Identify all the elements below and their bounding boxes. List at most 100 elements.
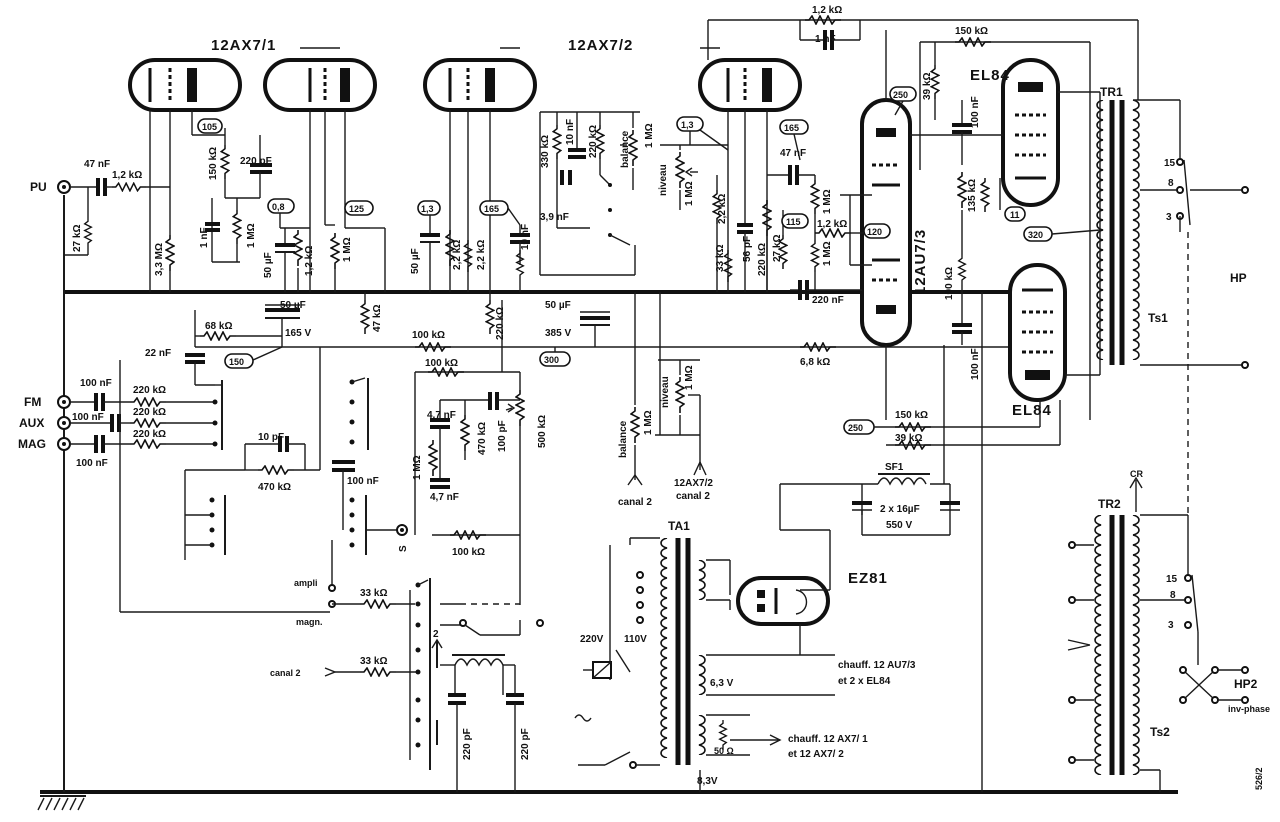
phase-splitter-network: [790, 30, 1003, 420]
stage2-cathode-network: [417, 200, 530, 292]
sf1-label: SF1: [885, 462, 904, 473]
niveau-a-label: niveau: [658, 164, 669, 196]
c10nf-b-label: 10 nF: [565, 119, 576, 145]
r39k-a-label: 39 kΩ: [922, 73, 933, 100]
cr-label: CR: [1130, 469, 1143, 479]
ts2-label: Ts2: [1150, 725, 1170, 739]
c56pf-label: 56 pF: [742, 236, 753, 262]
tube-12au7-3: [860, 98, 912, 347]
tube-12ax7-1: [128, 47, 377, 292]
c1nf-fb-label: 1 nF: [815, 34, 836, 45]
r33k-a-label: 33 kΩ: [715, 245, 726, 272]
selector-switches: [119, 360, 408, 613]
c50uf-b-label: 50 µF: [410, 248, 421, 274]
r50ohm-label: 50 Ω: [714, 746, 734, 756]
output-transformer-tr1: [1096, 100, 1140, 365]
canal2-a-label: canal 2: [618, 497, 652, 508]
tube-el84-top: [1001, 58, 1060, 207]
ez81-label: EZ81: [848, 570, 888, 587]
c2x16-label: 2 x 16µF: [880, 504, 920, 515]
ampli-label: ampli: [294, 578, 318, 588]
c50uf-385-label: 50 µF: [545, 300, 571, 311]
tap-3-label: 3: [1166, 212, 1172, 223]
r220k-a-label: 220 kΩ: [588, 125, 599, 158]
r100k-tone-label: 100 kΩ: [425, 358, 458, 369]
tag-165b: 165: [784, 123, 799, 133]
r1k2-c-label: 1,2 kΩ: [817, 219, 847, 230]
tube-label-el84-bottom: EL84: [1012, 402, 1052, 419]
r39k-b-label: 39 kΩ: [895, 433, 922, 444]
tag-08: 0,8: [272, 202, 285, 212]
r470k-a-label: 470 kΩ: [258, 482, 291, 493]
tag-150: 150: [229, 357, 244, 367]
stage1-cathode-network: [267, 198, 386, 292]
aux-label: AUX: [19, 416, 44, 430]
sw2-label: 2: [433, 629, 439, 640]
balance-a-label: balance: [620, 130, 631, 168]
r470k-b-label: 470 kΩ: [477, 422, 488, 455]
c3n9-label: 3,9 nF: [540, 212, 569, 223]
c47nf-b-label: 47 nF: [780, 148, 806, 159]
r1k2-b-label: 1,2 kΩ: [304, 246, 315, 276]
tag-300: 300: [544, 355, 559, 365]
v83-label: 8,3V: [697, 776, 718, 787]
canal2-controls: [627, 292, 707, 486]
tap-15-label: 15: [1164, 158, 1176, 169]
r68k-label: 68 kΩ: [205, 321, 232, 332]
r500k-label: 500 kΩ: [537, 415, 548, 448]
hp2-label: HP2: [1234, 677, 1258, 691]
r220k-aux-label: 220 kΩ: [133, 407, 166, 418]
tube-el84-bottom: [1008, 263, 1067, 402]
r1m-a-label: 1 MΩ: [246, 223, 257, 248]
r1k2-fb-label: 1,2 kΩ: [812, 5, 842, 16]
r220k-mag-label: 220 kΩ: [133, 429, 166, 440]
tag-13a: 1,3: [421, 204, 434, 214]
c220pf-a-label: 220 pF: [240, 156, 272, 167]
pu-network: [64, 178, 175, 292]
inv-phase-label: inv-phase: [1228, 704, 1270, 714]
r1m-bal-b-label: 1 MΩ: [643, 410, 654, 435]
c100nf-mag-label: 100 nF: [76, 458, 108, 469]
r330k-label: 330 kΩ: [540, 135, 551, 168]
tone-control-network: [414, 300, 525, 605]
r220k-b-label: 220 kΩ: [757, 243, 768, 276]
r150k-b-label: 150 kΩ: [895, 410, 928, 421]
canal2-in-label: canal 2: [270, 668, 301, 678]
r47k-label: 47 kΩ: [372, 305, 383, 332]
c50uf-hv-label: 50 µF: [280, 300, 306, 311]
tube-label-12au7-3: 12AU7/3: [912, 229, 929, 295]
c100nf-c-label: 100 nF: [347, 476, 379, 487]
niveau-b-label: niveau: [660, 376, 671, 408]
magn-label: magn.: [296, 617, 323, 627]
tag-115: 115: [786, 217, 801, 227]
r27k-b-label: 27 kΩ: [772, 235, 783, 262]
r33k-can-label: 33 kΩ: [360, 656, 387, 667]
input-jacks: [57, 180, 71, 451]
mag-label: MAG: [18, 437, 46, 451]
heater2-line2: et 12 AX7/ 2: [788, 749, 844, 760]
output-selector-top: [1133, 99, 1249, 369]
tr2-label: TR2: [1098, 497, 1121, 511]
ground-hatch-icon: [37, 795, 86, 811]
canal2-b-label: canal 2: [676, 491, 710, 502]
reference-number: 526/2: [1254, 767, 1264, 790]
heater1-line1: chauff. 12 AU7/3: [838, 660, 916, 671]
r2k2-c-label: 2,2 kΩ: [717, 194, 728, 224]
c100nf-a-label: 100 nF: [970, 96, 981, 128]
r100k-b-label: 100 kΩ: [452, 547, 485, 558]
c100nf-fm-label: 100 nF: [80, 378, 112, 389]
heater2-line1: chauff. 12 AX7/ 1: [788, 734, 868, 745]
tap-15b-label: 15: [1166, 574, 1178, 585]
r1m-c-label: 1 MΩ: [822, 189, 833, 214]
balance-network: [539, 111, 728, 276]
c1nf-a-label: 1 nF: [199, 227, 210, 248]
r6k8-label: 6,8 kΩ: [800, 357, 830, 368]
r27k-label: 27 kΩ: [72, 225, 83, 252]
r2k2-a-label: 2,2 kΩ: [452, 240, 463, 270]
r100k-a-label: 100 kΩ: [412, 330, 445, 341]
c10nf-a-label: 10 nF: [520, 224, 531, 250]
tag-320: 320: [1028, 230, 1043, 240]
ground-bus: [37, 790, 1178, 811]
tr1-label: TR1: [1100, 85, 1123, 99]
tag-120: 120: [867, 227, 882, 237]
